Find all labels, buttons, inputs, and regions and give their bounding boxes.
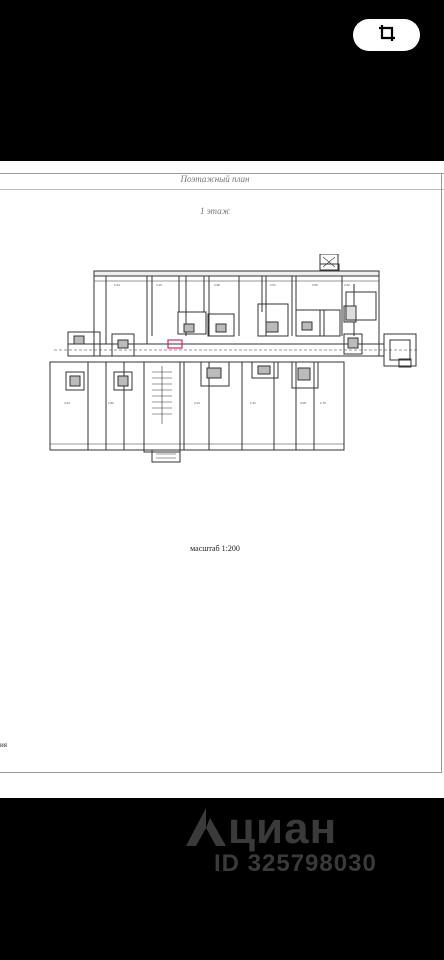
cian-watermark: циан ID 325798030	[182, 804, 422, 886]
svg-text:2.32: 2.32	[250, 401, 256, 405]
floor-label: 1 этаж	[199, 206, 231, 216]
frame-line	[0, 189, 444, 190]
watermark-listing-id: ID 325798030	[214, 850, 377, 877]
frame-line	[0, 173, 444, 174]
sheet-title: Поэтажный план	[180, 174, 250, 184]
frame-line	[441, 173, 442, 773]
crop-icon	[378, 24, 396, 47]
edge-text: ия	[0, 741, 7, 749]
floor-plan-sheet: Поэтажный план 1 этаж	[0, 161, 444, 798]
svg-text:3.08: 3.08	[300, 401, 306, 405]
svg-text:2.98: 2.98	[214, 283, 220, 287]
svg-text:2.86: 2.86	[108, 401, 114, 405]
svg-text:6.24: 6.24	[114, 283, 120, 287]
crop-button[interactable]	[353, 19, 420, 51]
svg-text:2.51: 2.51	[270, 283, 276, 287]
svg-text:2.76: 2.76	[320, 401, 326, 405]
cian-logo-icon	[186, 808, 226, 846]
watermark-brand: циан	[228, 804, 338, 853]
svg-text:3.29: 3.29	[194, 401, 200, 405]
frame-line	[0, 772, 442, 773]
svg-text:3.15: 3.15	[156, 283, 162, 287]
svg-text:2.60: 2.60	[344, 283, 350, 287]
floor-plan-drawing: 6.24 3.15 2.98 2.51 3.05 2.60 3.24 2.86 3.29 2…	[49, 254, 419, 463]
svg-text:3.05: 3.05	[312, 283, 318, 287]
scale-label: масштаб 1:200	[190, 544, 240, 553]
svg-text:3.24: 3.24	[64, 401, 70, 405]
